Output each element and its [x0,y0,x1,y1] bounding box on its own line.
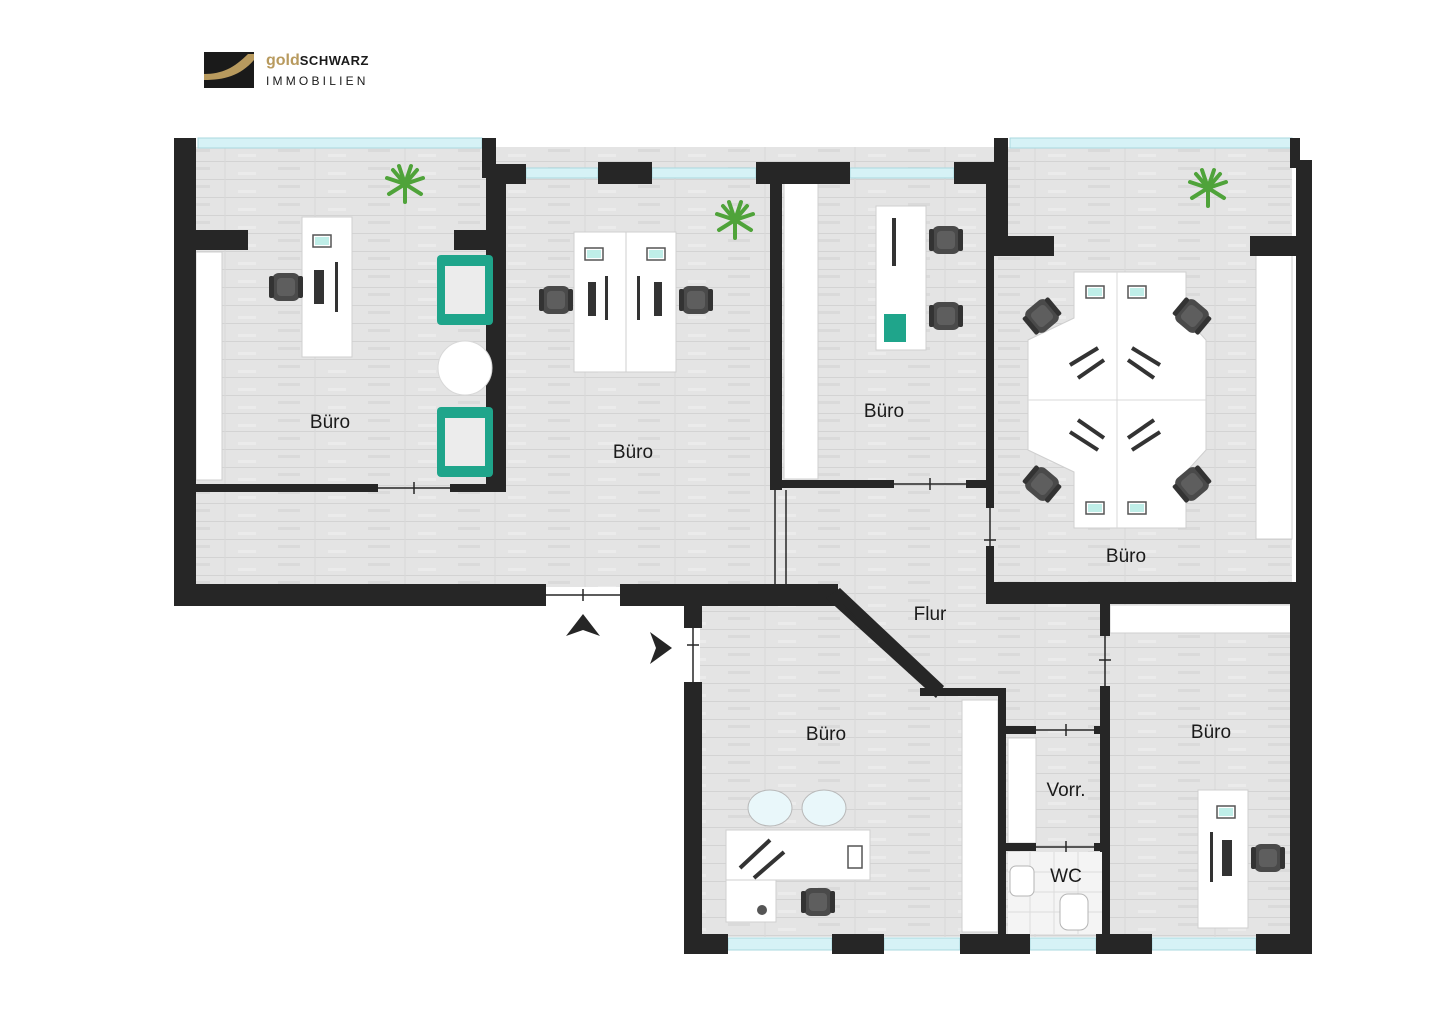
label-office-3: Büro [864,401,904,422]
entrance-arrow-icon [650,632,672,664]
room-office-4-furniture [1019,168,1228,529]
logo-subtitle: IMMOBILIEN [266,74,369,88]
room-office-5-furniture [725,789,871,923]
room-office-3-furniture [875,205,963,351]
built-in-cabinets [195,182,1293,933]
logo-gold-text: gold [266,52,300,69]
logo-black-text: SCHWARZ [299,53,369,68]
label-office-4: Büro [1106,546,1146,567]
room-office-2-furniture [539,200,755,373]
label-office-6: Büro [1191,722,1231,743]
logo-wordmark: goldSCHWARZ [266,52,369,70]
floor-areas [192,147,1292,937]
door-openings [378,478,1111,853]
logo-mark-icon [204,52,254,88]
room-office-1-furniture [269,164,493,477]
label-anteroom: Vorr. [1046,780,1085,801]
wc-fixtures [1008,852,1102,934]
entrance-arrow-icon [566,614,600,636]
walls [174,138,1312,954]
label-wc: WC [1050,866,1082,887]
label-office-5: Büro [806,724,846,745]
room-office-6-furniture [1197,789,1285,929]
label-office-2: Büro [613,442,653,463]
company-logo: goldSCHWARZ IMMOBILIEN [204,50,404,94]
label-office-1: Büro [310,412,350,433]
windows [197,137,1293,951]
label-hall: Flur [914,604,947,625]
